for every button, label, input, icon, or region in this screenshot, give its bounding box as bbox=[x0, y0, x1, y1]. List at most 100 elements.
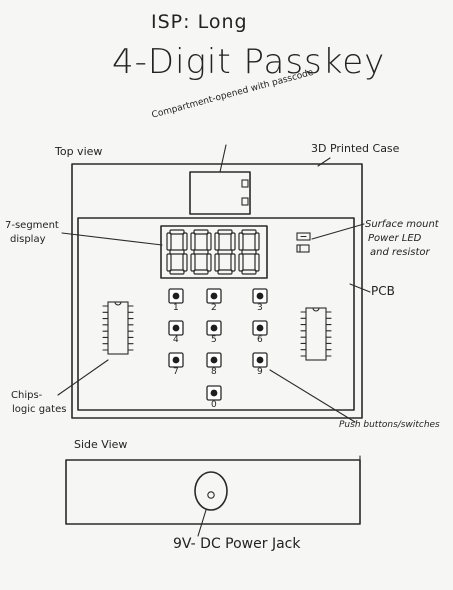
segment bbox=[169, 269, 185, 275]
segment bbox=[217, 229, 233, 235]
segment bbox=[217, 249, 233, 255]
button-actuator bbox=[256, 356, 264, 364]
pointer-led bbox=[311, 223, 365, 240]
segment bbox=[193, 269, 209, 275]
segment bbox=[206, 253, 212, 272]
segment bbox=[238, 253, 244, 272]
segment bbox=[230, 253, 236, 272]
chips-label-line2: logic gates bbox=[12, 404, 67, 415]
push-button bbox=[252, 320, 268, 336]
led-label-line2: Power LED bbox=[368, 233, 422, 244]
segment bbox=[230, 232, 236, 251]
seven-segment-display bbox=[160, 225, 268, 279]
segment bbox=[166, 232, 172, 251]
resistor-component bbox=[296, 244, 310, 253]
push-button bbox=[168, 352, 184, 368]
pcb-label: PCB bbox=[371, 284, 395, 298]
power-jack-pin bbox=[207, 491, 215, 499]
segment bbox=[206, 232, 212, 251]
keypad-digit-label: 1 bbox=[173, 303, 179, 313]
push-button bbox=[206, 352, 222, 368]
segment bbox=[193, 249, 209, 255]
push-button bbox=[252, 352, 268, 368]
top-view-label: Top view bbox=[55, 145, 103, 158]
seven-segment-digit bbox=[214, 229, 236, 275]
push-button bbox=[168, 320, 184, 336]
chips-label-line1: Chips- bbox=[11, 390, 43, 401]
segment bbox=[214, 253, 220, 272]
seven-segment-digit bbox=[238, 229, 260, 275]
segment bbox=[241, 229, 257, 235]
pointer-seven-segment bbox=[61, 232, 163, 246]
seven-segment-digits bbox=[166, 229, 260, 275]
segment bbox=[214, 232, 220, 251]
button-actuator bbox=[210, 292, 218, 300]
author-label: ISP: Long bbox=[151, 11, 248, 33]
keypad-digit-label: 4 bbox=[173, 335, 179, 345]
led-label-line1: Surface mount bbox=[365, 219, 439, 230]
segment bbox=[190, 232, 196, 251]
segment bbox=[193, 229, 209, 235]
keypad-digit-label: 3 bbox=[257, 303, 263, 313]
chip-body bbox=[305, 307, 327, 361]
seven-segment-label-line2: display bbox=[10, 234, 46, 245]
pointer-case bbox=[317, 157, 331, 167]
button-actuator bbox=[210, 389, 218, 397]
side-view-label: Side View bbox=[74, 438, 128, 451]
push-button bbox=[168, 288, 184, 304]
logic-chip-right bbox=[300, 307, 332, 361]
pointer-pcb bbox=[349, 283, 371, 293]
buttons-label: Push buttons/switches bbox=[339, 420, 440, 430]
chip-body bbox=[107, 301, 129, 355]
compartment-hinge-top bbox=[241, 179, 249, 188]
seven-segment-digit bbox=[190, 229, 212, 275]
button-actuator bbox=[256, 292, 264, 300]
power-jack-body bbox=[194, 471, 228, 511]
push-button bbox=[206, 385, 222, 401]
segment bbox=[238, 232, 244, 251]
push-button bbox=[252, 288, 268, 304]
segment bbox=[166, 253, 172, 272]
keypad bbox=[168, 288, 268, 401]
pointer-power-jack bbox=[197, 509, 207, 537]
segment bbox=[169, 249, 185, 255]
logic-chip-left bbox=[102, 301, 134, 355]
keypad-digit-label: 6 bbox=[257, 335, 263, 345]
pointer-buttons bbox=[269, 369, 356, 423]
segment bbox=[241, 269, 257, 275]
chip-notch bbox=[312, 307, 320, 312]
keypad-digit-label: 9 bbox=[257, 367, 263, 377]
pcb-outline bbox=[77, 217, 355, 411]
case-label: 3D Printed Case bbox=[311, 142, 400, 155]
chip-notch bbox=[114, 301, 122, 306]
segment bbox=[241, 249, 257, 255]
button-actuator bbox=[172, 356, 180, 364]
led-label-line3: and resistor bbox=[370, 247, 430, 258]
segment bbox=[169, 229, 185, 235]
compartment-outline bbox=[189, 171, 251, 215]
segment bbox=[182, 232, 188, 251]
keypad-digit-label: 0 bbox=[211, 400, 217, 410]
segment bbox=[254, 253, 260, 272]
power-jack-label: 9V- DC Power Jack bbox=[173, 536, 301, 552]
button-actuator bbox=[256, 324, 264, 332]
led-component bbox=[296, 232, 311, 241]
segment bbox=[182, 253, 188, 272]
button-actuator bbox=[210, 356, 218, 364]
segment bbox=[190, 253, 196, 272]
button-actuator bbox=[172, 324, 180, 332]
pointer-chips bbox=[57, 359, 109, 396]
button-actuator bbox=[210, 324, 218, 332]
push-button bbox=[206, 320, 222, 336]
compartment-hinge-bottom bbox=[241, 197, 249, 206]
keypad-digit-label: 8 bbox=[211, 367, 217, 377]
keypad-digit-label: 7 bbox=[173, 367, 179, 377]
seven-segment-digit bbox=[166, 229, 188, 275]
page-title: 4-Digit Passkey bbox=[112, 42, 386, 82]
case-outline bbox=[71, 163, 363, 419]
pointer-compartment bbox=[219, 144, 227, 173]
button-actuator bbox=[172, 292, 180, 300]
keypad-digit-label: 2 bbox=[211, 303, 217, 313]
